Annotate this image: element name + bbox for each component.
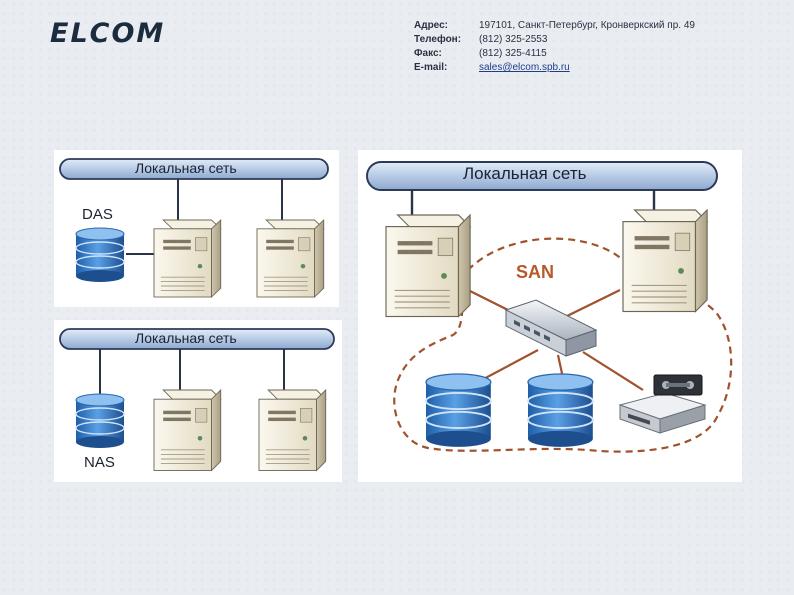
disk-stack-icon: [75, 227, 125, 283]
server-icon: [256, 219, 325, 298]
address-label: Адрес:: [414, 20, 448, 31]
fax-row: Факс: (812) 325-4115: [414, 47, 695, 61]
elcom-logo: ELCOM: [50, 18, 166, 49]
das-diagram: Локальная сеть DAS: [54, 150, 339, 307]
server-icon: [258, 389, 327, 472]
lan-bar: [59, 158, 329, 180]
tape-drive-icon: [618, 374, 707, 434]
disk-stack-icon: [425, 373, 492, 448]
lan-bar: [366, 161, 718, 191]
server-icon: [153, 389, 222, 472]
san-label: SAN: [516, 262, 555, 282]
address-row: Адрес: 197101, Санкт-Петербург, Кронверк…: [414, 19, 695, 33]
phone-label: Телефон:: [414, 34, 462, 45]
email-label: E-mail:: [414, 62, 448, 73]
switch-icon: [504, 299, 598, 357]
server-icon: [622, 209, 708, 313]
server-icon: [385, 214, 471, 318]
fax-label: Факс:: [414, 48, 442, 59]
lan-bar: [59, 328, 335, 350]
fax-value: (812) 325-4115: [479, 48, 547, 59]
lan-label: Локальная сеть: [135, 330, 237, 346]
address-value: 197101, Санкт-Петербург, Кронверкский пр…: [479, 20, 695, 31]
phone-row: Телефон: (812) 325-2553: [414, 33, 695, 47]
san-boundary: [393, 237, 733, 453]
lan-label: Локальная сеть: [135, 160, 237, 176]
das-label: DAS: [82, 206, 113, 223]
phone-value: (812) 325-2553: [479, 34, 548, 45]
nas-diagram: Локальная сеть NAS: [54, 320, 342, 482]
contact-block: Адрес: 197101, Санкт-Петербург, Кронверк…: [414, 19, 695, 75]
email-link[interactable]: sales@elcom.spb.ru: [479, 62, 570, 73]
lan-label: Локальная сеть: [463, 164, 587, 183]
disk-stack-icon: [75, 393, 125, 449]
disk-stack-icon: [527, 373, 594, 448]
nas-label: NAS: [84, 454, 115, 471]
server-icon: [153, 219, 222, 298]
san-diagram: Локальная сеть SAN: [358, 150, 742, 482]
email-row: E-mail: sales@elcom.spb.ru: [414, 61, 695, 75]
